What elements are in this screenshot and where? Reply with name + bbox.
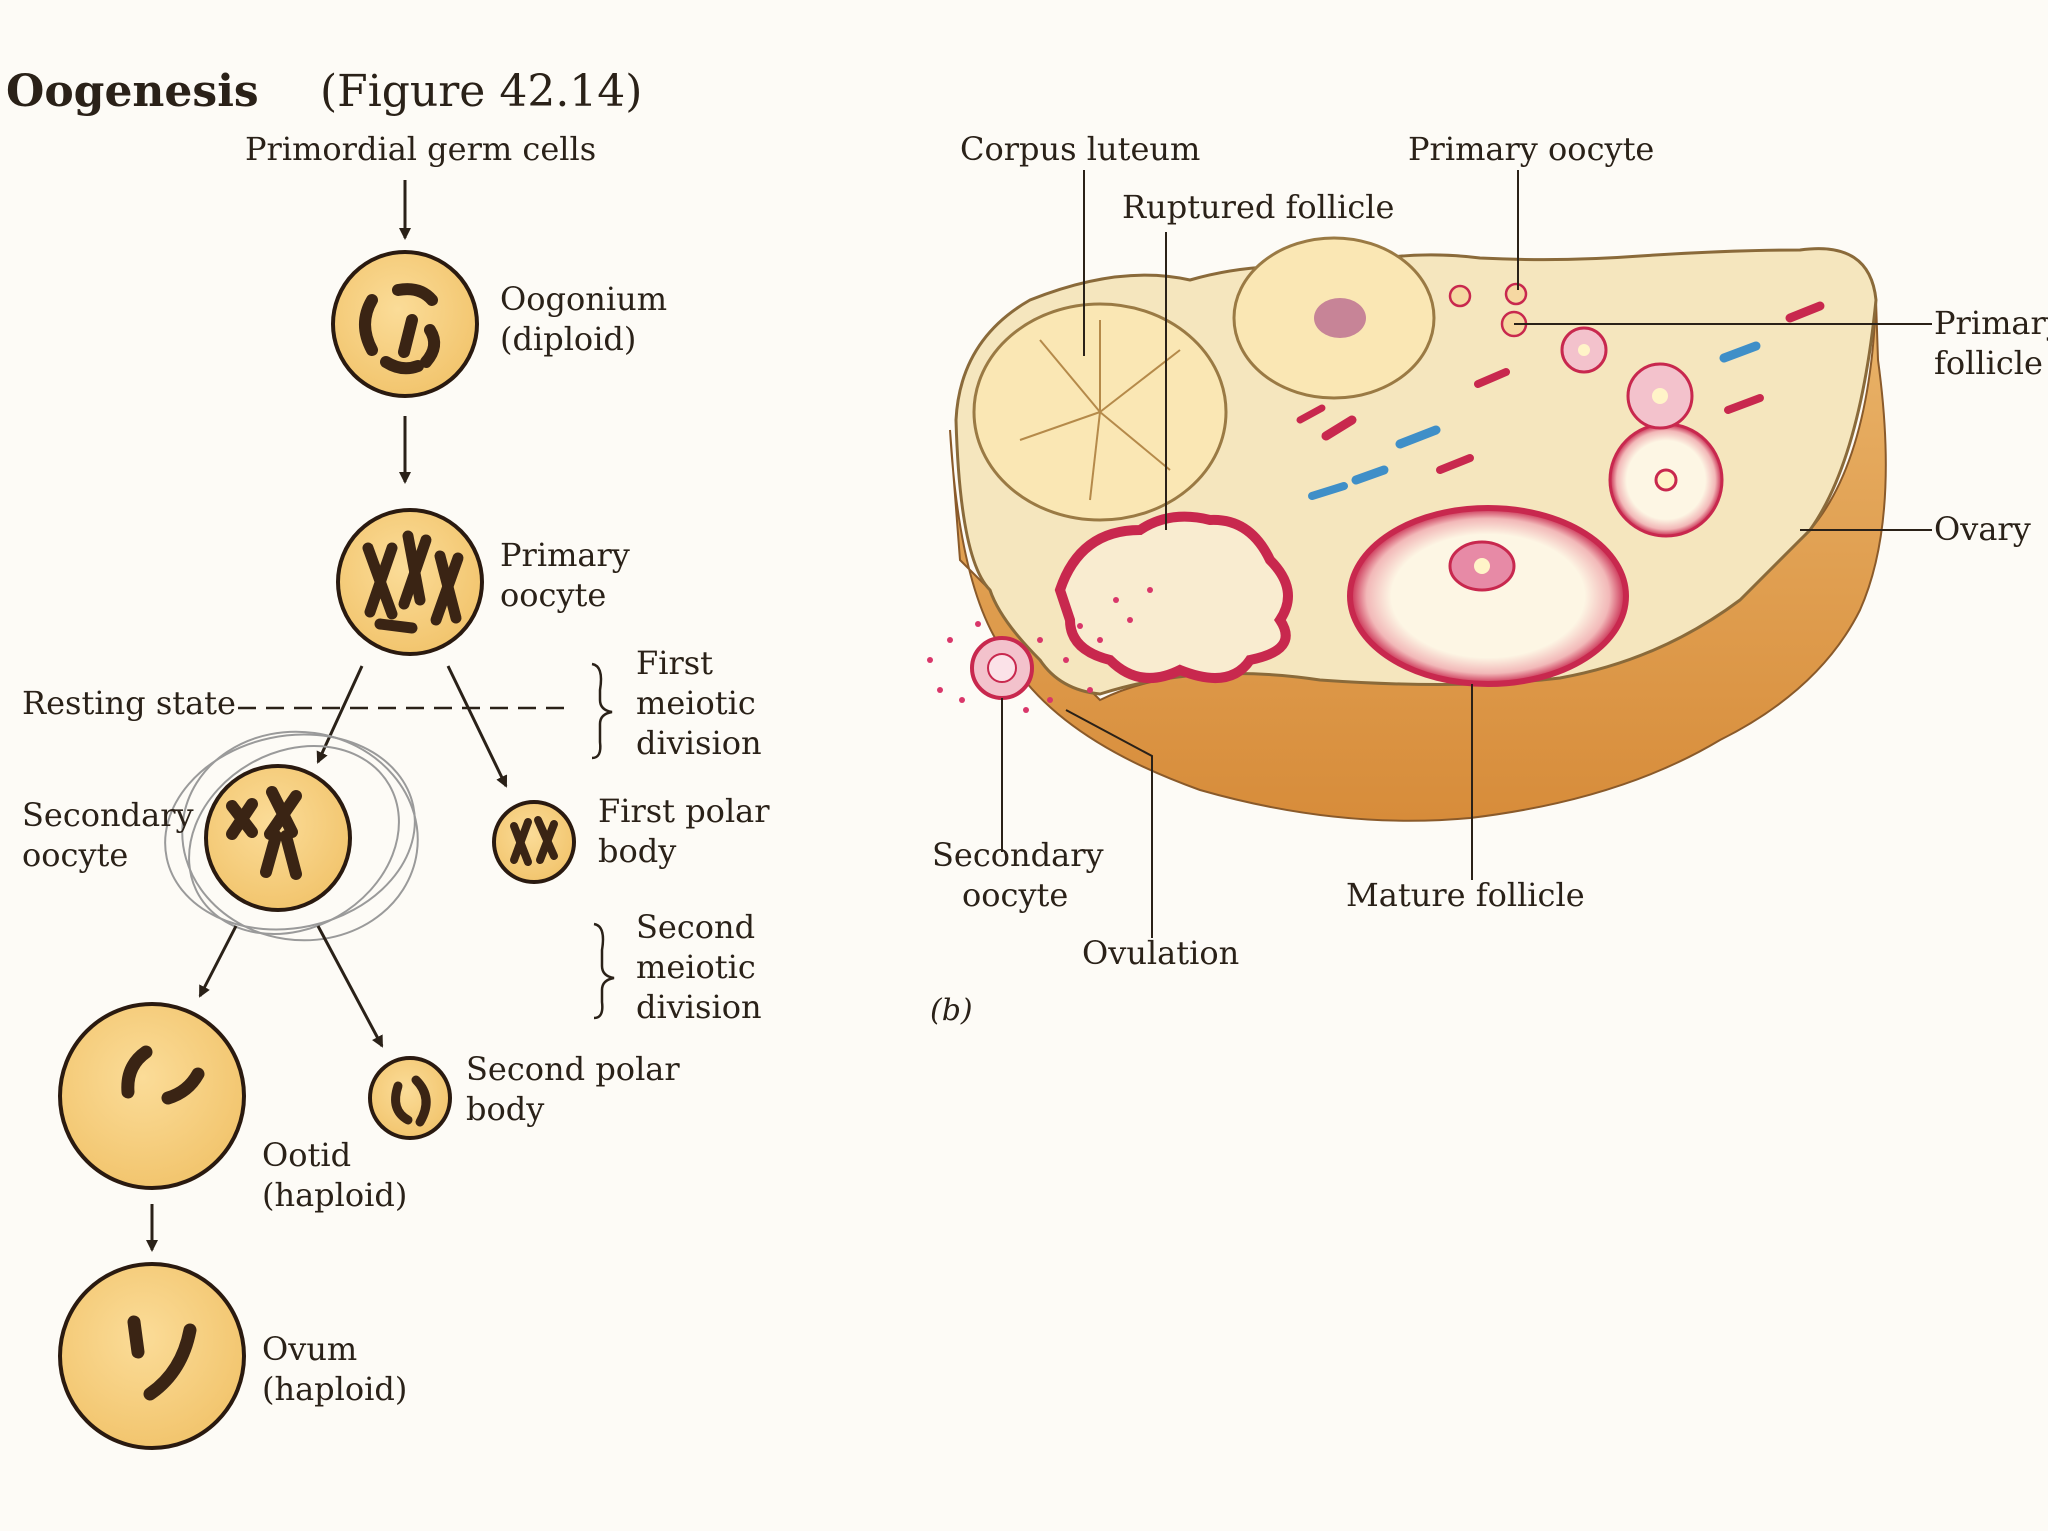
arrow-to-secondary-oocyte <box>316 665 364 764</box>
label-first-meiotic-3: division <box>636 724 762 762</box>
label-first-polar-2: body <box>598 832 676 870</box>
ruptured-follicle <box>1054 511 1293 683</box>
cell-oogonium <box>331 250 479 398</box>
label-oogonium-2: (diploid) <box>500 320 636 358</box>
chromosomes-ootid <box>121 1045 205 1105</box>
cell-primary-oocyte <box>336 508 484 656</box>
label-ovum-2: (haploid) <box>262 1370 407 1408</box>
panel-b-label: (b) <box>930 993 973 1028</box>
leader-lines <box>1001 170 1932 938</box>
arrow-to-second-polar-body <box>316 925 384 1048</box>
label-first-polar-1: First polar <box>598 792 770 830</box>
corpus-luteum <box>972 302 1228 522</box>
brace-first-meiotic <box>591 662 613 760</box>
label-ovary: Ovary <box>1934 510 2031 548</box>
mature-follicle <box>1347 505 1629 687</box>
chromosomes-oogonium <box>359 283 441 375</box>
label-primary-oocyte: Primary oocyte <box>1408 130 1654 168</box>
label-secondary-oocyte-2: oocyte <box>22 836 128 874</box>
label-primary-oocyte-2: oocyte <box>500 576 606 614</box>
chromosomes-second-polar-body <box>391 1075 431 1127</box>
cell-ovum <box>58 1262 246 1450</box>
cell-first-polar-body <box>492 800 576 884</box>
chromosomes-first-polar-body <box>510 816 558 866</box>
arrow-to-ootid <box>198 925 238 998</box>
figure-reference: (Figure 42.14) <box>320 66 642 117</box>
leader-ovulation <box>1065 709 1153 938</box>
label-primary-follicle-2: follicle <box>1934 344 2043 382</box>
label-ootid-1: Ootid <box>262 1136 351 1174</box>
label-secondary-oocyte-b-2: oocyte <box>962 876 1068 914</box>
arrow-to-first-polar-body <box>446 665 508 788</box>
chromosomes-primary-oocyte <box>362 530 464 634</box>
label-resting-state: Resting state <box>22 684 236 722</box>
label-corpus-luteum: Corpus luteum <box>960 130 1200 168</box>
label-second-polar-1: Second polar <box>466 1050 680 1088</box>
label-primordial-germ-cells: Primordial germ cells <box>245 130 596 168</box>
chromosomes-secondary-oocyte <box>226 786 302 880</box>
label-oogonium-1: Oogonium <box>500 280 667 318</box>
cell-ootid <box>58 1002 246 1190</box>
released-secondary-oocyte <box>927 587 1153 713</box>
chromosomes-ovum <box>127 1315 197 1401</box>
label-ovum-1: Ovum <box>262 1330 357 1368</box>
corpus-luteum-small <box>1232 236 1436 400</box>
label-ootid-2: (haploid) <box>262 1176 407 1214</box>
label-primary-follicle-1: Primary <box>1934 304 2048 342</box>
label-second-meiotic-2: meiotic <box>636 948 756 986</box>
label-first-meiotic-1: First <box>636 644 713 682</box>
label-first-meiotic-2: meiotic <box>636 684 756 722</box>
growing-follicles <box>1448 282 1724 538</box>
cell-second-polar-body <box>368 1056 452 1140</box>
label-ovulation: Ovulation <box>1082 934 1239 972</box>
label-second-meiotic-1: Second <box>636 908 755 946</box>
label-second-meiotic-3: division <box>636 988 762 1026</box>
panel-a-oogenesis: Primordial germ cells Oogonium (diploid) <box>22 130 770 1450</box>
label-primary-oocyte-1: Primary <box>500 536 630 574</box>
blood-vessels <box>1296 301 1825 500</box>
brace-second-meiotic <box>593 922 615 1020</box>
label-ruptured-follicle: Ruptured follicle <box>1122 188 1394 226</box>
panel-b-ovary: Corpus luteum Primary oocyte Ruptured fo… <box>927 130 2048 1028</box>
label-mature-follicle: Mature follicle <box>1346 876 1585 914</box>
cell-secondary-oocyte <box>204 764 352 912</box>
figure-title: Oogenesis <box>6 66 259 117</box>
label-second-polar-2: body <box>466 1090 544 1128</box>
pencil-scribble <box>164 730 419 942</box>
label-secondary-oocyte-1: Secondary <box>22 796 194 834</box>
label-secondary-oocyte-b-1: Secondary <box>932 836 1104 874</box>
